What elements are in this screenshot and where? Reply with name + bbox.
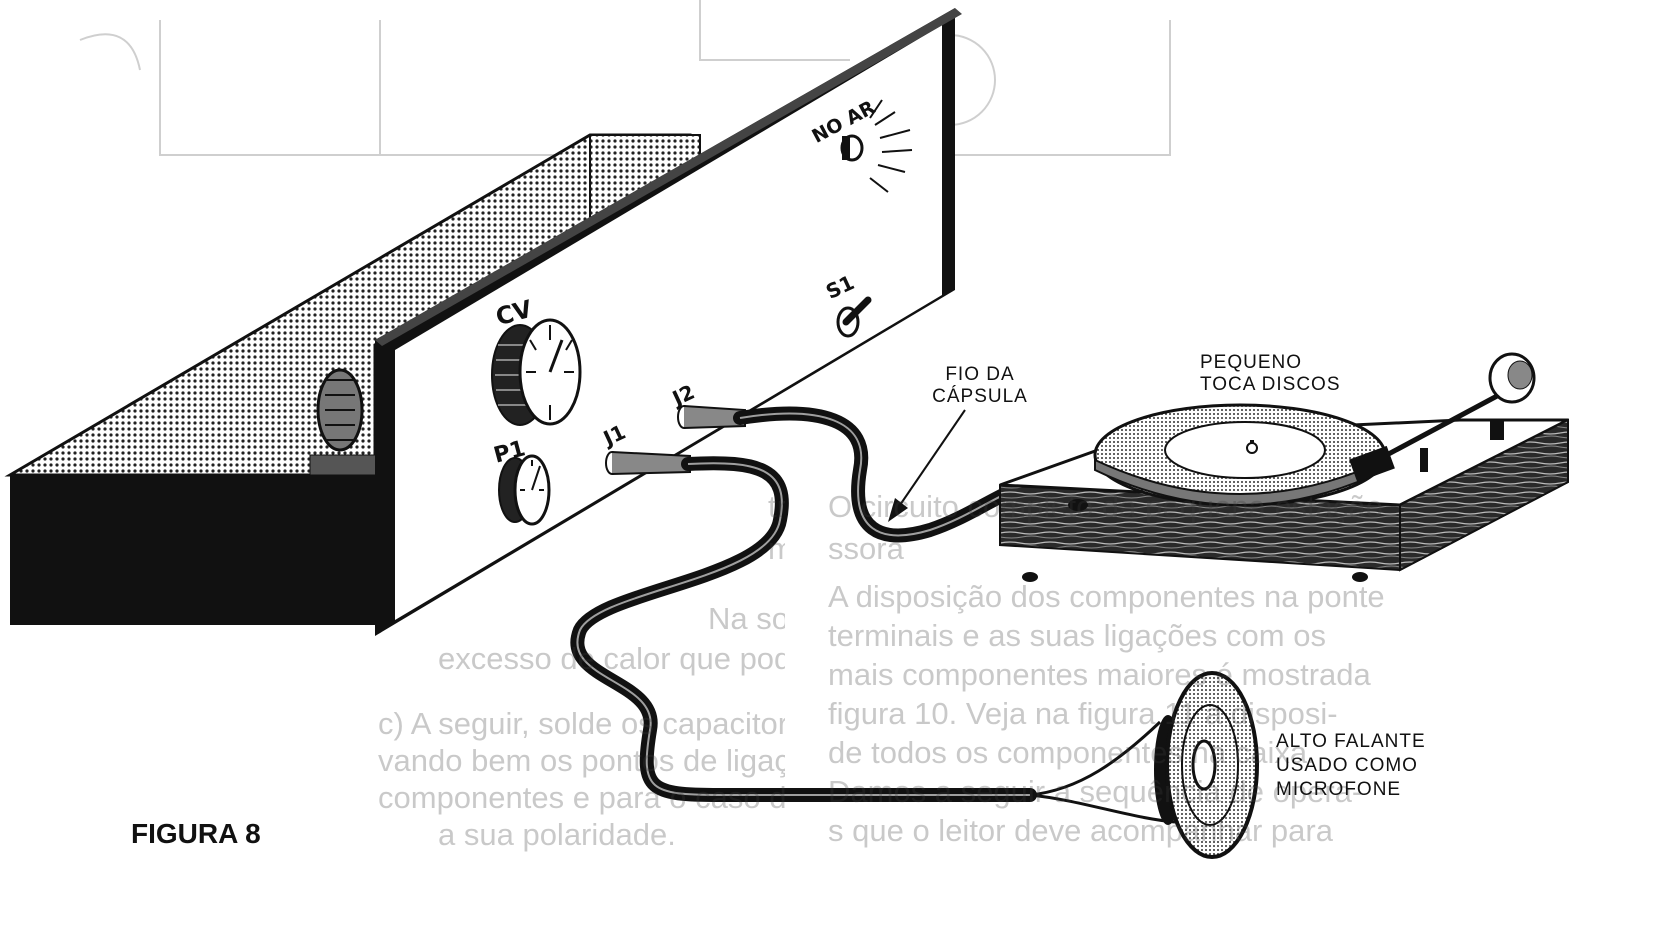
callout-speaker: ALTO FALANTE USADO COMO MICROFONE xyxy=(1276,730,1426,801)
bleed-line: terminais e as suas ligações com os xyxy=(828,618,1326,653)
bleed-line: Damos a seguir a sequência de opera- xyxy=(828,774,1363,809)
callout-line: FIO DA xyxy=(945,364,1015,385)
bleed-line: excesso de calor que pode danificá-lo xyxy=(438,641,785,676)
on-air-lamp xyxy=(840,99,913,193)
callout-arrow xyxy=(888,409,966,522)
bleed-line: A disposição dos componentes na ponte xyxy=(828,579,1385,614)
p1-potentiometer-knob xyxy=(498,454,551,526)
tone-arm xyxy=(1349,352,1536,483)
bleed-line: de todos os componentes na caixa. xyxy=(828,735,1316,770)
bleed-line: O circuito completo da pequena estação xyxy=(828,489,1383,524)
bleed-line: mais componentes maiores é mostrada xyxy=(828,657,1371,692)
callout-turntable: PEQUENO TOCA DISCOS xyxy=(1200,352,1341,396)
bleed-text-right: O circuito completo da pequena estação s… xyxy=(820,480,1661,920)
bleed-line: componentes e para o caso do eletrolític… xyxy=(378,780,785,815)
jack-j1 xyxy=(605,451,691,475)
callout-line: ALTO FALANTE xyxy=(1276,731,1426,752)
bleed-line: figura 10. Veja na figura 11 a disposi- xyxy=(828,696,1338,731)
bleed-line: maneira de tirar cad xyxy=(768,531,785,566)
bleed-line: vando bem os pontos de ligação destes xyxy=(378,743,785,778)
bleed-line: transistores D. Ve xyxy=(768,489,785,524)
figure-caption: FIGURA 8 xyxy=(131,818,261,849)
bleed-schematic xyxy=(79,0,1171,156)
callout-line: PEQUENO xyxy=(1200,352,1303,373)
callout-line: CÁPSULA xyxy=(932,385,1028,407)
callout-line: USADO COMO xyxy=(1276,754,1418,776)
turntable-knob xyxy=(1068,499,1088,511)
callout-line: MICROFONE xyxy=(1276,778,1402,800)
callout-line: TOCA DISCOS xyxy=(1200,373,1341,395)
bleed-line: ssora xyxy=(828,531,904,566)
bleed-line: c) A seguir, solde os capacitores obse xyxy=(378,706,785,741)
bleed-line: a sua polaridade. xyxy=(438,817,676,852)
bleed-line: Na soldagem xyxy=(708,601,785,636)
bleed-line: s que o leitor deve acompanhar para xyxy=(828,813,1333,848)
turntable xyxy=(999,352,1569,582)
callout-cartridge-wire: FIO DA CÁPSULA xyxy=(925,364,1035,408)
chassis-box xyxy=(4,133,701,625)
bleed-text-left: transistores D. Ve maneira de tirar cad … xyxy=(330,480,785,880)
speaker-microphone xyxy=(1154,671,1259,859)
spindle xyxy=(1246,442,1258,454)
cv-dial-knob xyxy=(491,318,582,426)
s1-toggle-switch xyxy=(836,296,872,338)
